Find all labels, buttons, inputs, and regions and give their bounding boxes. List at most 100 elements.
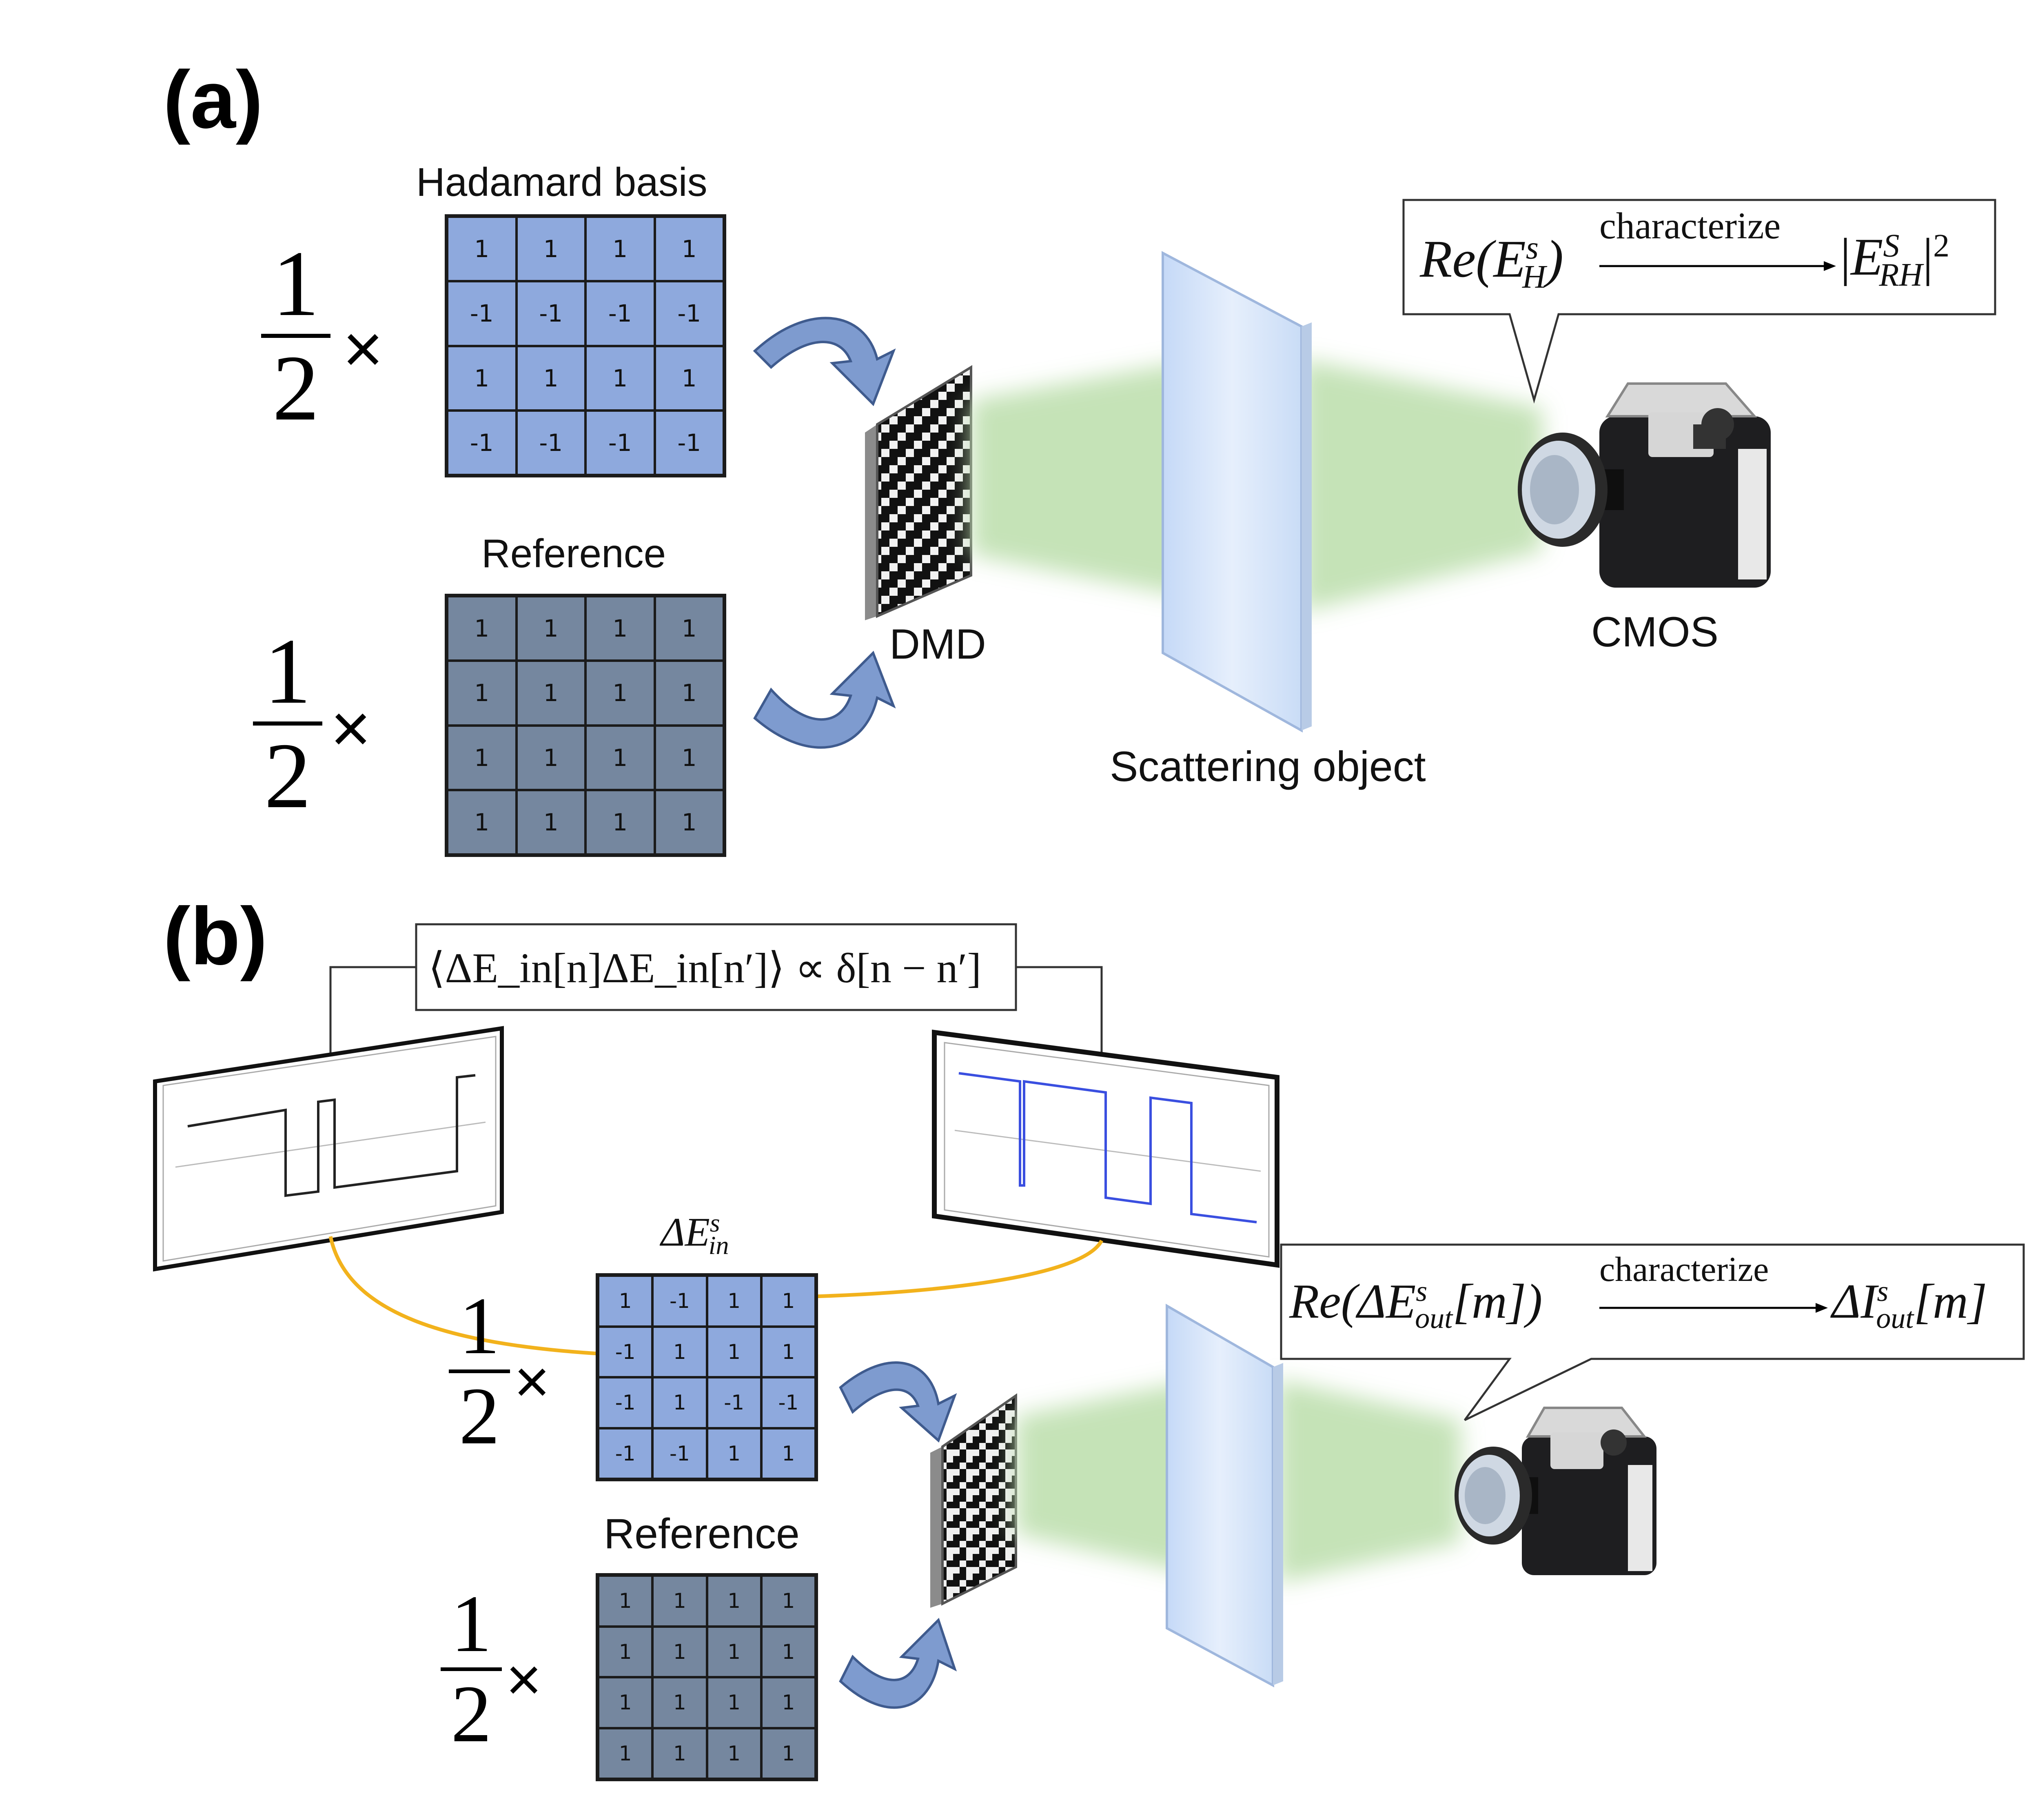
matrix-cell: -1 — [598, 1326, 653, 1377]
scattering-object-label: Scattering object — [1110, 743, 1426, 790]
callout-b-rhs: ΔIsout[m] — [1832, 1274, 1987, 1334]
matrix-cell: -1 — [585, 281, 655, 346]
matrix-cell: 1 — [652, 1728, 707, 1779]
scattering-slab-b — [1166, 1303, 1283, 1688]
matrix-cell: 1 — [707, 1728, 761, 1779]
matrix-cell: -1 — [707, 1377, 761, 1428]
matrix-cell: 1 — [654, 790, 724, 855]
matrix-cell: 1 — [654, 596, 724, 661]
matrix-cell: 1 — [652, 1377, 707, 1428]
signal-trace-blue — [958, 1072, 1257, 1223]
times-symbol-a2: × — [330, 690, 371, 767]
matrix-cell: 1 — [707, 1626, 761, 1677]
arrow-refb-to-dmd — [839, 1618, 957, 1709]
correlation-formula: ⟨ΔE_in[n]ΔE_in[n′]⟩ ∝ δ[n − n′] — [428, 945, 981, 992]
matrix-cell: -1 — [761, 1377, 816, 1428]
matrix-cell: 1 — [761, 1626, 816, 1677]
matrix-cell: 1 — [447, 346, 517, 411]
matrix-cell: 1 — [598, 1626, 653, 1677]
times-symbol-b2: × — [506, 1645, 542, 1713]
matrix-cell: 1 — [707, 1576, 761, 1627]
light-beam-b2 — [1277, 1379, 1461, 1583]
callout-b-arrow-label: characterize — [1599, 1250, 1769, 1289]
callout-b-lhs: Re(ΔEsout[m]) — [1289, 1274, 1543, 1334]
matrix-cell: 1 — [652, 1677, 707, 1728]
orange-link-left — [328, 1236, 621, 1357]
matrix-cell: 1 — [707, 1428, 761, 1479]
matrix-cell: 1 — [761, 1576, 816, 1627]
bracket-left — [329, 966, 416, 1053]
camera-a — [1518, 382, 1771, 588]
matrix-cell: 1 — [761, 1276, 816, 1327]
matrix-cell: 1 — [654, 725, 724, 790]
matrix-cell: 1 — [585, 661, 655, 726]
matrix-cell: -1 — [447, 410, 517, 475]
matrix-cell: 1 — [585, 596, 655, 661]
matrix-cell: 1 — [598, 1276, 653, 1327]
panel-a-label: (a) — [163, 54, 263, 145]
matrix-cell: 1 — [516, 346, 585, 411]
matrix-cell: 1 — [585, 217, 655, 282]
signal-trace-black — [187, 1074, 476, 1197]
arrow-hadamard-to-dmd — [753, 317, 896, 406]
matrix-cell: 1 — [654, 217, 724, 282]
matrix-cell: 1 — [585, 346, 655, 411]
matrix-cell: 1 — [447, 790, 517, 855]
reference-title-b: Reference — [604, 1510, 800, 1558]
matrix-cell: 1 — [761, 1326, 816, 1377]
matrix-cell: 1 — [654, 346, 724, 411]
callout-box-b — [1280, 1243, 2025, 1421]
matrix-cell: -1 — [598, 1377, 653, 1428]
signal-screen-right — [932, 1030, 1279, 1268]
matrix-cell: 1 — [707, 1326, 761, 1377]
times-symbol-b1: × — [514, 1347, 550, 1416]
arrow-delta-to-dmd — [839, 1361, 957, 1443]
bracket-right — [1016, 966, 1103, 1057]
matrix-cell: 1 — [761, 1677, 816, 1728]
matrix-cell: 1 — [598, 1576, 653, 1627]
matrix-cell: 1 — [598, 1728, 653, 1779]
matrix-cell: 1 — [447, 217, 517, 282]
panel-b-label: (b) — [163, 891, 268, 982]
matrix-cell: 1 — [761, 1428, 816, 1479]
reference-title-a: Reference — [481, 531, 666, 576]
matrix-cell: -1 — [585, 410, 655, 475]
scattering-slab-a — [1162, 251, 1312, 733]
matrix-cell: -1 — [598, 1428, 653, 1479]
matrix-cell: 1 — [707, 1276, 761, 1327]
matrix-cell: 1 — [654, 661, 724, 726]
matrix-cell: -1 — [652, 1428, 707, 1479]
matrix-cell: -1 — [652, 1276, 707, 1327]
matrix-cell: -1 — [654, 281, 724, 346]
times-symbol-a1: × — [343, 310, 384, 388]
signal-screen-left — [153, 1026, 504, 1272]
camera-b — [1455, 1407, 1656, 1575]
callout-a-lhs: Re(EsH) — [1420, 230, 1564, 295]
matrix-cell: 1 — [447, 725, 517, 790]
matrix-cell: 1 — [652, 1576, 707, 1627]
matrix-cell: 1 — [516, 790, 585, 855]
matrix-cell: 1 — [447, 596, 517, 661]
hadamard-title: Hadamard basis — [416, 160, 707, 204]
delta-e-title: ΔEsin — [661, 1208, 729, 1260]
callout-a-rhs: |ESRH|2 — [1840, 228, 1950, 293]
matrix-cell: 1 — [516, 217, 585, 282]
matrix-cell: 1 — [652, 1626, 707, 1677]
matrix-cell: 1 — [598, 1677, 653, 1728]
fraction-half-b2: 1 2 — [441, 1583, 502, 1755]
arrow-reference-to-dmd — [753, 650, 896, 749]
matrix-cell: -1 — [654, 410, 724, 475]
light-beam-a2 — [1302, 359, 1542, 612]
dmd-device-b — [930, 1393, 1017, 1608]
fraction-half-a2: 1 2 — [253, 624, 322, 823]
matrix-cell: -1 — [516, 410, 585, 475]
cmos-label: CMOS — [1591, 608, 1718, 656]
fraction-half-a1: 1 2 — [261, 237, 330, 435]
dmd-device-a — [865, 365, 972, 620]
